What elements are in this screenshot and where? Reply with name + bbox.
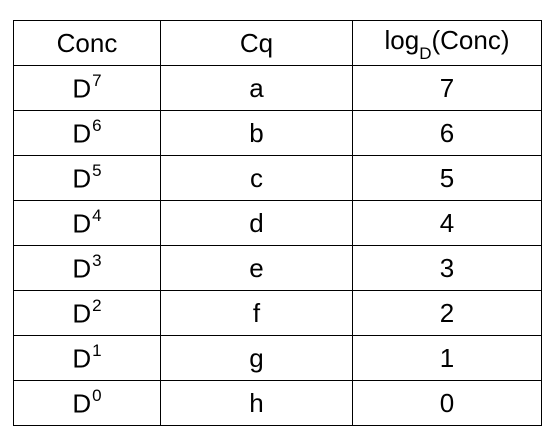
header-row: Conc Cq logD(Conc) — [13, 20, 542, 66]
conc-exponent: 6 — [92, 116, 102, 136]
header-log-prefix: log — [384, 25, 420, 56]
table-row: D5 c 5 — [13, 155, 542, 201]
conc-exponent: 4 — [92, 206, 102, 226]
log-cell: 1 — [352, 335, 542, 381]
cq-cell: f — [160, 290, 353, 336]
header-cq: Cq — [160, 20, 353, 66]
cq-cell: h — [160, 380, 353, 426]
table-row: D3 e 3 — [13, 245, 542, 291]
conc-base: D — [72, 388, 92, 419]
conc-exponent: 1 — [92, 341, 102, 361]
cq-cell: a — [160, 65, 353, 111]
conc-cell: D6 — [13, 110, 161, 156]
conc-cell: D3 — [13, 245, 161, 291]
cq-cell: c — [160, 155, 353, 201]
header-log-base: D — [419, 43, 432, 63]
conc-base: D — [72, 298, 92, 329]
conc-exponent: 3 — [92, 251, 102, 271]
table-row: D1 g 1 — [13, 335, 542, 381]
conc-base: D — [72, 343, 92, 374]
cq-cell: d — [160, 200, 353, 246]
conc-cell: D5 — [13, 155, 161, 201]
conc-base: D — [72, 253, 92, 284]
table-row: D7 a 7 — [13, 65, 542, 111]
table-row: D2 f 2 — [13, 290, 542, 336]
log-cell: 4 — [352, 200, 542, 246]
conc-exponent: 5 — [92, 161, 102, 181]
conc-exponent: 0 — [92, 386, 102, 406]
table-row: D6 b 6 — [13, 110, 542, 156]
log-cell: 6 — [352, 110, 542, 156]
cq-cell: b — [160, 110, 353, 156]
conc-cell: D0 — [13, 380, 161, 426]
header-log-suffix: (Conc) — [431, 25, 510, 56]
conc-cell: D7 — [13, 65, 161, 111]
table-row: D4 d 4 — [13, 200, 542, 246]
log-cell: 2 — [352, 290, 542, 336]
conc-base: D — [72, 163, 92, 194]
table-row: D0 h 0 — [13, 380, 542, 426]
conc-base: D — [72, 118, 92, 149]
log-cell: 3 — [352, 245, 542, 291]
conc-cell: D4 — [13, 200, 161, 246]
conc-exponent: 7 — [92, 71, 102, 91]
log-cell: 5 — [352, 155, 542, 201]
cq-cell: g — [160, 335, 353, 381]
header-conc: Conc — [13, 20, 161, 66]
conc-exponent: 2 — [92, 296, 102, 316]
log-cell: 7 — [352, 65, 542, 111]
header-log-conc: logD(Conc) — [352, 20, 542, 66]
conc-base: D — [72, 73, 92, 104]
conc-base: D — [72, 208, 92, 239]
log-cell: 0 — [352, 380, 542, 426]
conc-cell: D1 — [13, 335, 161, 381]
cq-cell: e — [160, 245, 353, 291]
conc-cell: D2 — [13, 290, 161, 336]
dilution-table: Conc Cq logD(Conc) D7 a 7 D6 b 6 D5 c 5 … — [13, 20, 542, 426]
